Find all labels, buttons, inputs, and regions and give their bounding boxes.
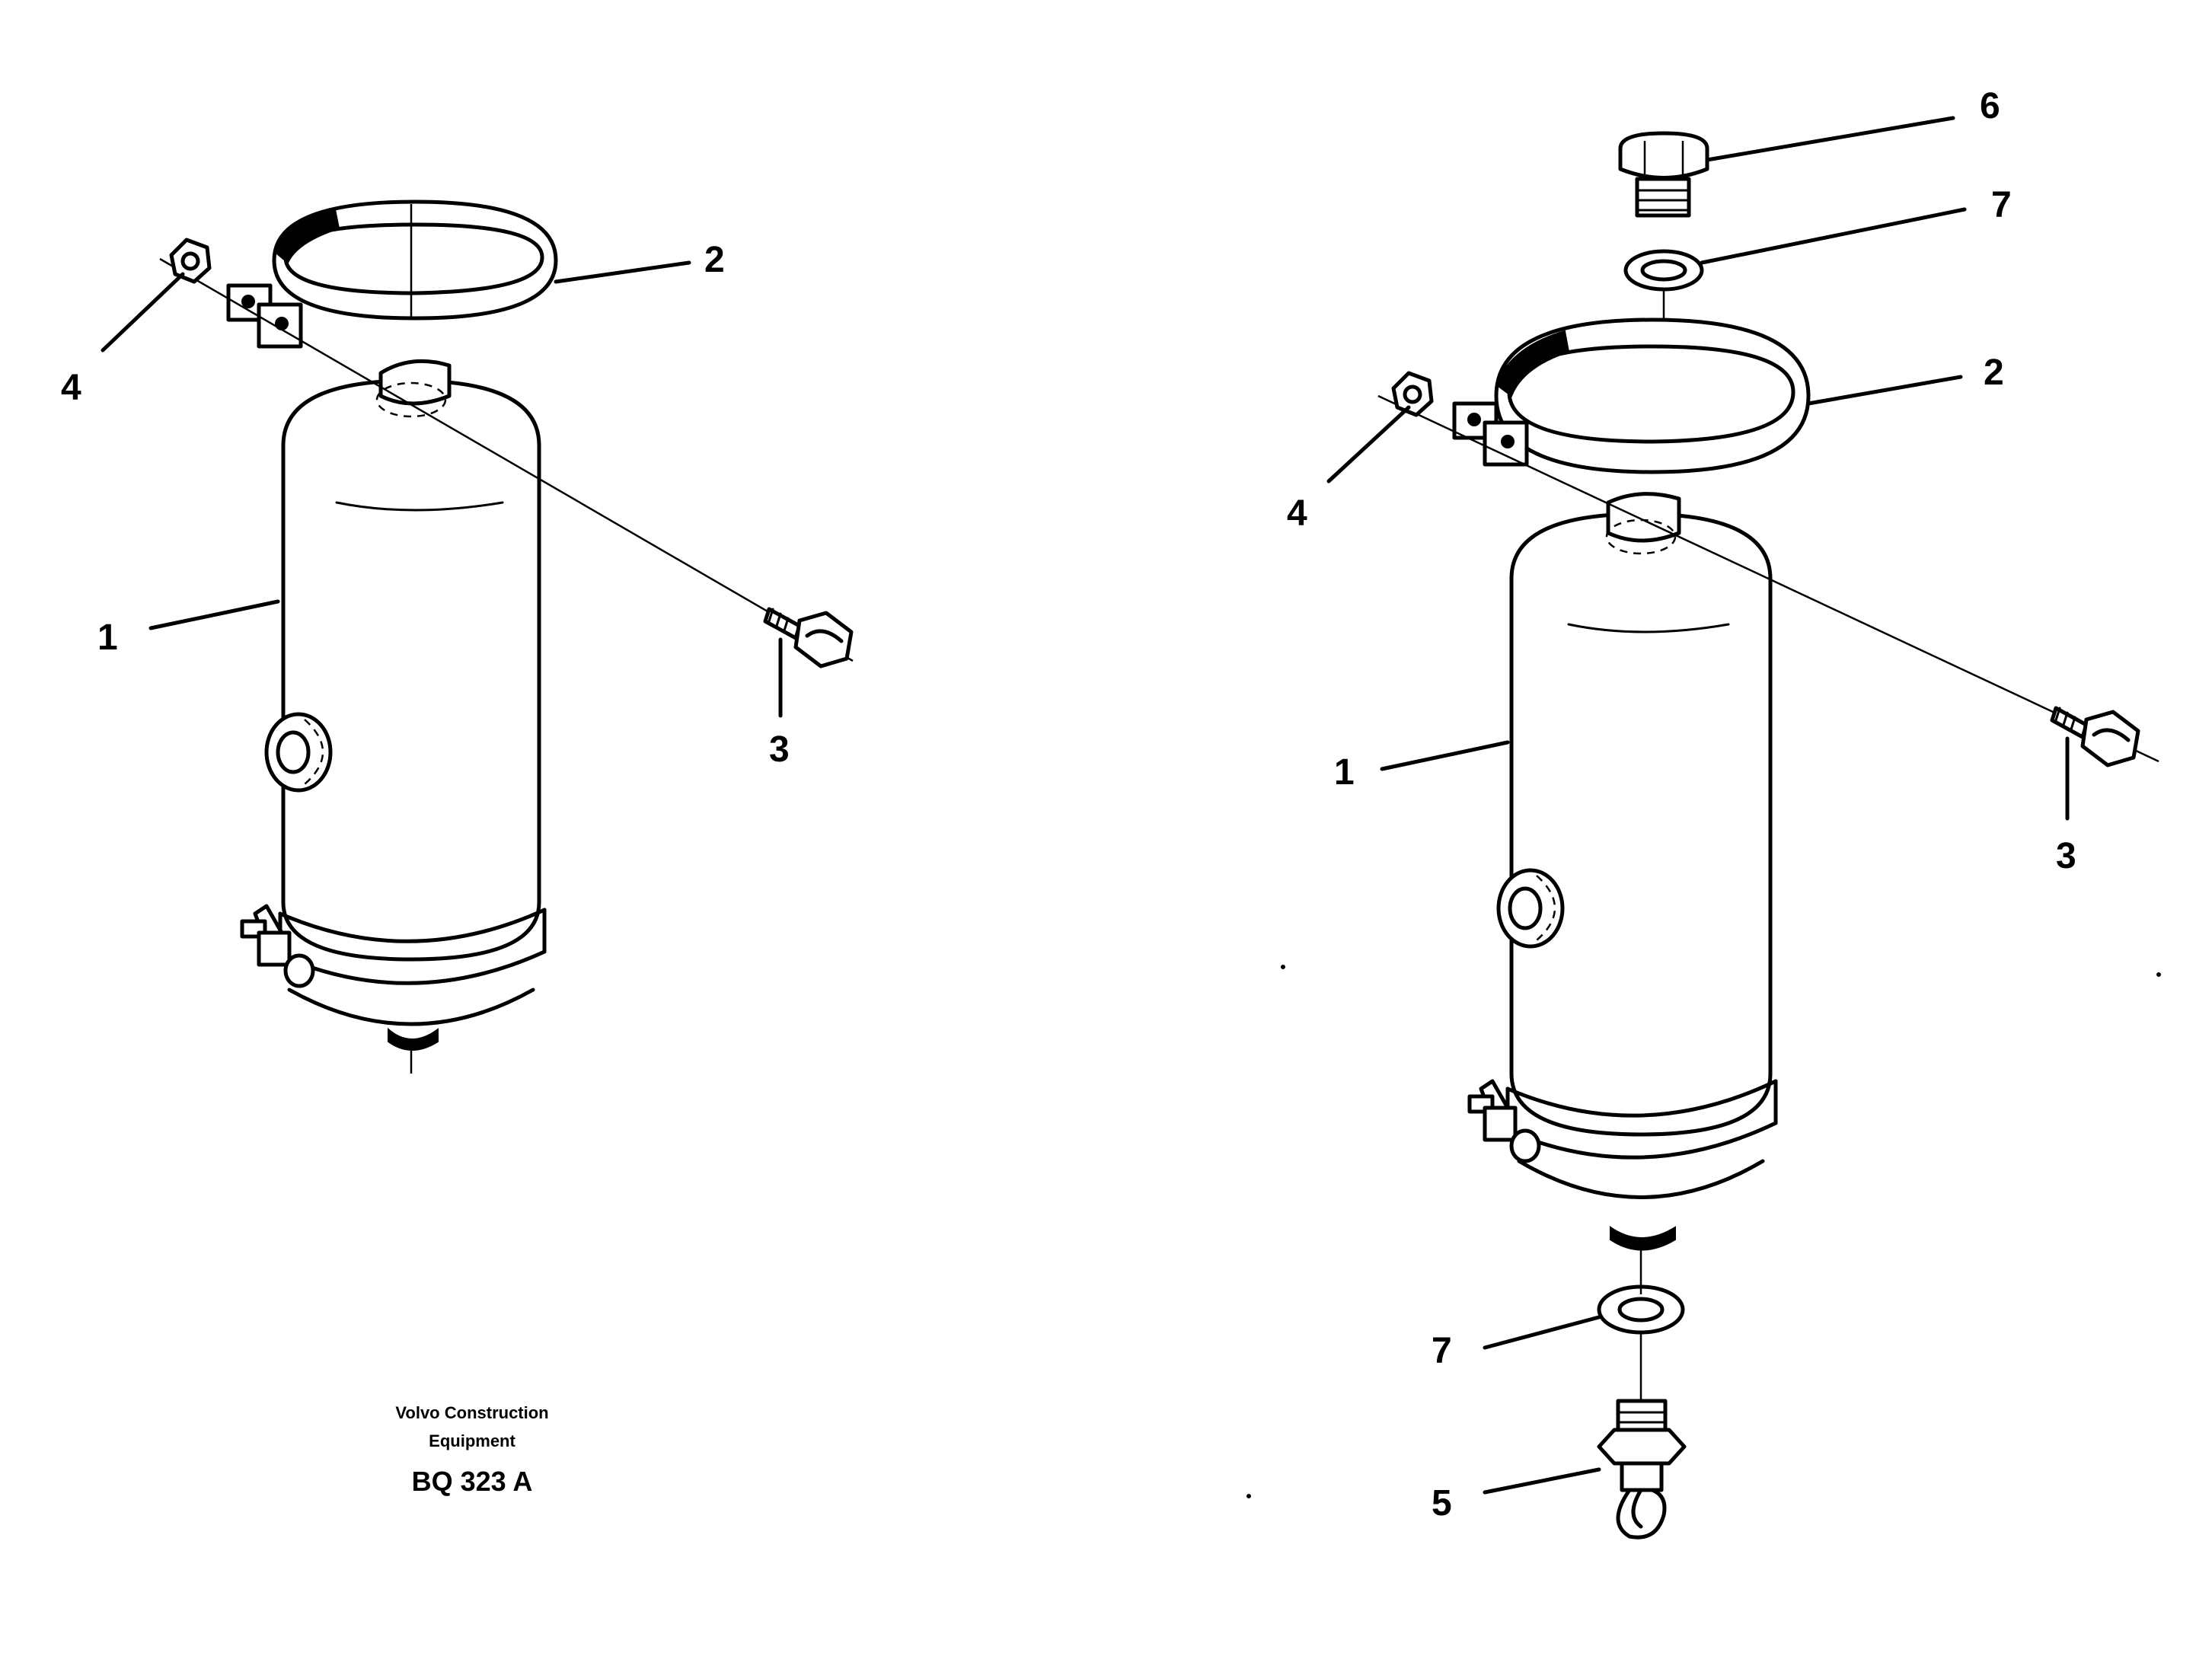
right-callout-1: 1: [1334, 752, 1355, 793]
left-tank: [240, 359, 547, 1074]
right-bolt-axis: [1377, 394, 2159, 763]
right-callout-7-top: 7: [1991, 185, 2012, 225]
right-tank: [1467, 492, 1778, 1251]
right-leader-2: [1806, 375, 1963, 406]
left-leader-1: [148, 599, 280, 630]
right-leader-6: [1705, 116, 1955, 162]
left-bolt-axis: [159, 257, 854, 662]
right-callout-3: 3: [2056, 836, 2076, 876]
left-callout-2: 2: [704, 240, 725, 280]
left-callout-4: 4: [61, 368, 81, 408]
left-assembly: [101, 199, 854, 1074]
left-leader-4: [101, 272, 185, 353]
left-leader-2: [554, 260, 691, 284]
speck: [1281, 965, 1285, 969]
left-nut: [169, 238, 212, 284]
left-callout-1: 1: [97, 617, 118, 658]
right-leader-7-top: [1700, 207, 1967, 265]
right-leader-5: [1483, 1467, 1601, 1495]
credit-line1: Volvo Construction: [395, 1403, 549, 1422]
right-plug: [1618, 131, 1709, 218]
right-drain-valve: [1597, 1399, 1687, 1540]
speck: [2156, 972, 2161, 977]
right-assembly: [1326, 116, 2159, 1540]
right-callout-4: 4: [1287, 493, 1307, 534]
speck: [1246, 1494, 1251, 1498]
right-callout-6: 6: [1980, 86, 2000, 126]
right-washer-top: [1623, 249, 1704, 292]
right-callout-2: 2: [1984, 353, 2004, 393]
left-bolt: [763, 607, 854, 718]
right-leader-4: [1326, 405, 1411, 483]
credit-line2: Equipment: [429, 1431, 515, 1450]
left-callout-3: 3: [769, 729, 790, 770]
right-leader-7-bottom: [1483, 1315, 1601, 1350]
right-clamp: [1452, 317, 1811, 474]
right-bolt: [2050, 706, 2140, 821]
drawing-code: BQ 323 A: [411, 1466, 533, 1497]
left-clamp: [226, 199, 558, 349]
right-nut: [1391, 371, 1434, 417]
right-callout-7-bottom: 7: [1432, 1331, 1452, 1371]
right-callout-5: 5: [1432, 1483, 1452, 1524]
right-leader-1: [1380, 740, 1510, 771]
